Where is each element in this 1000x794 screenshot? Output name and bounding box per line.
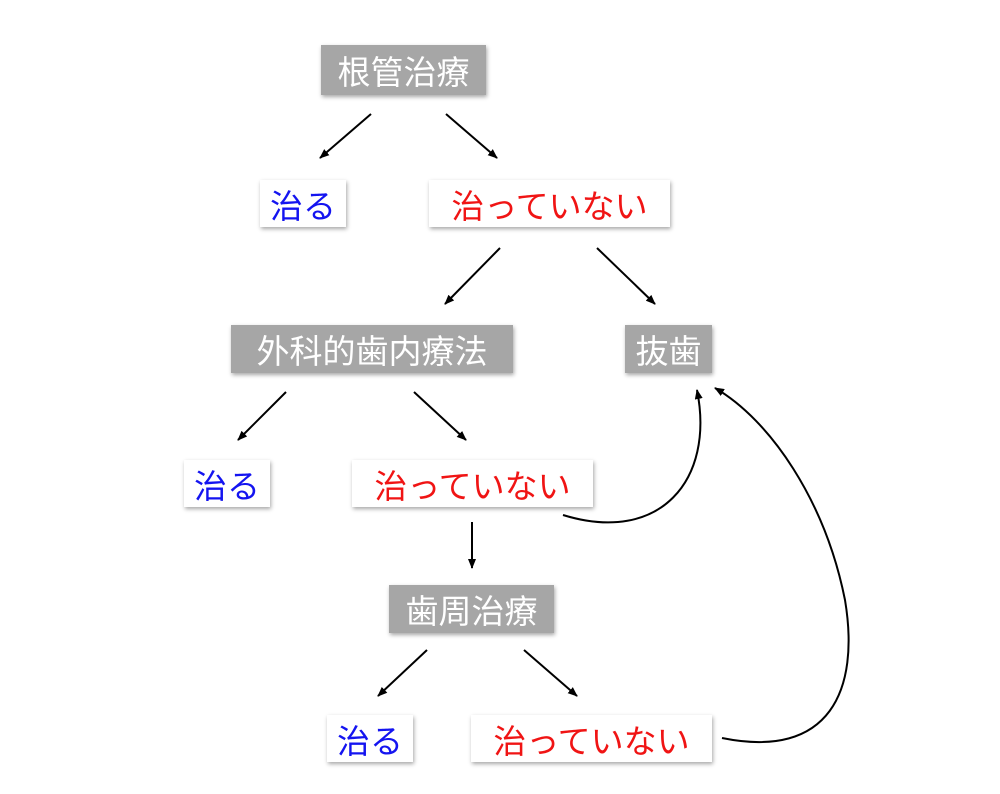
arrow-apicoectomy-to-not-healed [413, 391, 467, 441]
arrow-root-to-healed [319, 113, 372, 159]
node-periodontal: 歯周治療 [389, 585, 554, 633]
node-extraction: 抜歯 [625, 325, 712, 373]
node-healed-2: 治る [184, 460, 270, 507]
curve-not-healed-3-to-extraction [714, 387, 850, 744]
node-not-healed-2: 治っていない [352, 460, 593, 507]
arrow-not-healed-to-apicoectomy [444, 247, 501, 305]
arrow-root-to-not-healed [445, 113, 498, 159]
node-not-healed-3: 治っていない [471, 715, 712, 762]
arrow-apicoectomy-to-healed [237, 391, 287, 441]
arrow-periodontal-to-healed [377, 649, 428, 697]
arrow-not-healed-to-extraction [596, 247, 656, 305]
node-root-canal: 根管治療 [321, 45, 486, 95]
arrow-periodontal-to-not-healed [523, 649, 578, 697]
node-not-healed-1: 治っていない [429, 180, 670, 227]
node-apicoectomy: 外科的歯内療法 [231, 325, 513, 373]
curve-not-healed-2-to-extraction [562, 389, 703, 524]
node-healed-3: 治る [327, 715, 413, 762]
node-healed-1: 治る [260, 180, 346, 227]
